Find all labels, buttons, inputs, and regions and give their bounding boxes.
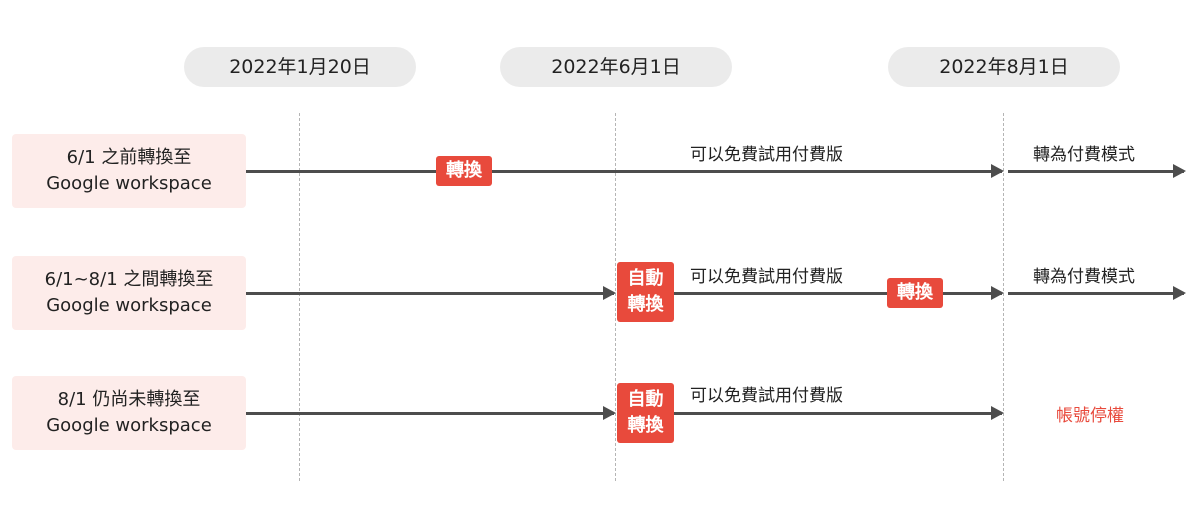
arrow-row2-to-jun-1 [246, 285, 616, 300]
guide-line-jan-20 [299, 113, 300, 481]
trial-label-row2: 可以免費試用付費版 [690, 267, 843, 287]
arrow-row2-after-aug-1 [1008, 285, 1186, 300]
badge-convert-label: 轉換 [446, 160, 482, 181]
badge-auto-convert-row3: 自動 轉換 [617, 383, 674, 443]
arrow-row2-to-aug-1 [672, 285, 1004, 300]
badge-convert-row2: 轉換 [887, 278, 943, 308]
arrow-row1-to-aug-1 [246, 163, 1004, 178]
row-label-line2: Google workspace [46, 173, 212, 194]
badge-convert-label: 轉換 [897, 282, 933, 303]
paid-label-row1: 轉為付費模式 [1033, 145, 1135, 165]
row-label-line1: 6/1 之前轉換至 [66, 147, 192, 168]
date-pill-jun-1: 2022年6月1日 [500, 47, 732, 87]
row-label-between-jun-aug: 6/1~8/1 之間轉換至 Google workspace [12, 256, 246, 330]
arrow-row3-to-aug-1 [672, 405, 1004, 420]
badge-auto-label-line2: 轉換 [627, 415, 664, 436]
badge-convert-row1: 轉換 [436, 156, 492, 186]
badge-auto-label-line2: 轉換 [627, 294, 664, 315]
arrow-row1-after-aug-1 [1008, 163, 1186, 178]
row-label-line2: Google workspace [46, 295, 212, 316]
row-label-before-jun-1: 6/1 之前轉換至 Google workspace [12, 134, 246, 208]
date-pill-aug-1: 2022年8月1日 [888, 47, 1120, 87]
date-pill-jan-20: 2022年1月20日 [184, 47, 416, 87]
row-label-line2: Google workspace [46, 415, 212, 436]
paid-label-row2: 轉為付費模式 [1033, 267, 1135, 287]
badge-auto-convert-row2: 自動 轉換 [617, 262, 674, 322]
arrow-row3-to-jun-1 [246, 405, 616, 420]
row-label-line1: 8/1 仍尚未轉換至 [57, 389, 201, 410]
trial-label-row3: 可以免費試用付費版 [690, 386, 843, 406]
account-suspended-label: 帳號停權 [1056, 406, 1124, 426]
row-label-after-aug-1: 8/1 仍尚未轉換至 Google workspace [12, 376, 246, 450]
trial-label-row1: 可以免費試用付費版 [690, 145, 843, 165]
badge-auto-label-line1: 自動 [627, 268, 664, 289]
badge-auto-label-line1: 自動 [627, 389, 664, 410]
row-label-line1: 6/1~8/1 之間轉換至 [44, 269, 214, 290]
